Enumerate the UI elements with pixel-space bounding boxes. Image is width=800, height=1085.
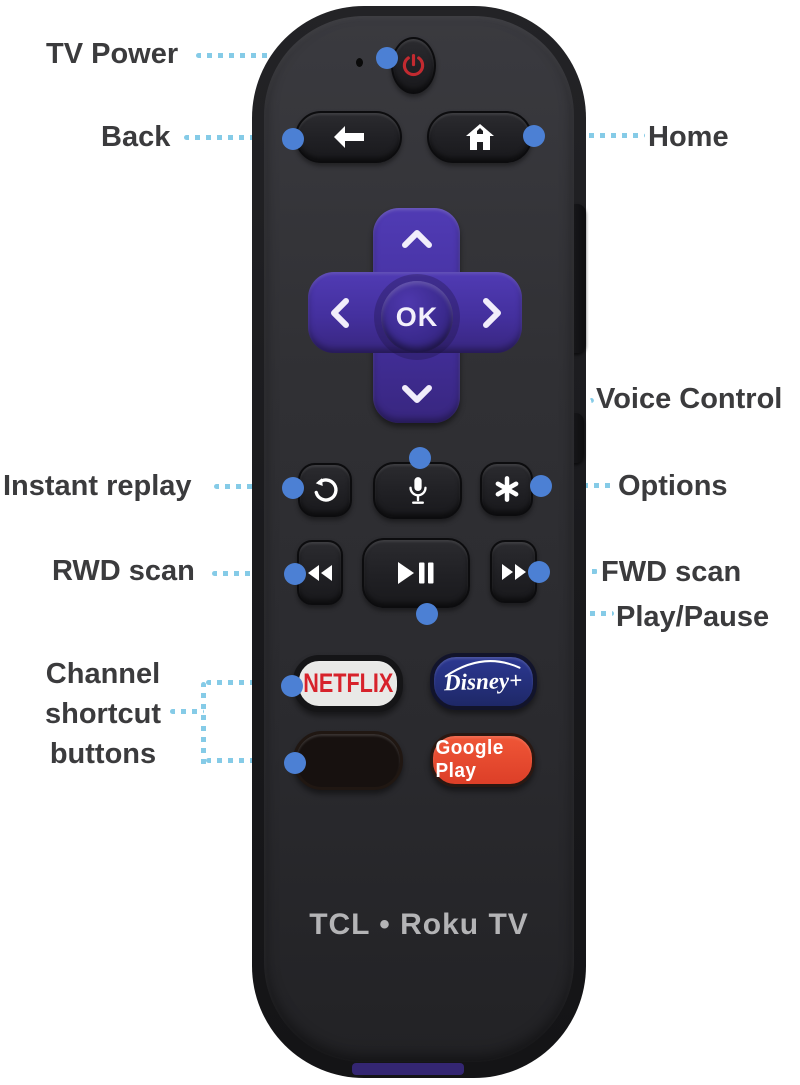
connector-dot-netflix [281,675,303,697]
connector-dot-back [282,128,304,150]
microphone-icon [405,475,431,507]
label-play-pause: Play/Pause [616,601,770,633]
connector-dot-fwd-scan [528,561,550,583]
remote-bottom-tag [352,1063,464,1075]
label-fwd-scan: FWD scan [601,556,742,588]
label-channel-line1: Channel [45,658,161,690]
back-arrow-icon [332,124,366,150]
netflix-shortcut-button[interactable]: NETFLIX [293,655,403,712]
label-instant-replay: Instant replay [3,470,192,502]
label-home: Home [648,121,729,153]
connector-line-home [545,133,645,138]
label-channel-line2: shortcut [45,698,161,730]
connector-dot-voice-control [409,447,431,469]
home-icon [465,123,495,151]
brand-text: TCL • Roku TV [309,908,529,941]
label-channel-shortcut: Channel shortcut buttons [28,654,178,774]
chevron-down-icon[interactable] [401,383,433,410]
connector-line-channel-bottom [206,758,288,763]
play-pause-icon [396,561,436,585]
power-button[interactable] [391,37,436,94]
voice-control-button[interactable] [373,462,462,519]
back-button[interactable] [295,111,402,163]
connector-dot-options [530,475,552,497]
label-rwd-scan: RWD scan [52,555,195,587]
connector-dot-rwd-scan [284,563,306,585]
ok-button-label: OK [395,301,439,332]
rewind-icon [306,564,334,582]
connector-dot-instant-replay [282,477,304,499]
home-button[interactable] [427,111,532,163]
connector-line-back [184,135,284,140]
label-back: Back [101,121,171,153]
label-options: Options [618,470,728,502]
connector-line-rwd-scan [212,571,286,576]
google-play-shortcut-button[interactable]: Google Play [430,733,535,787]
connector-line-channel-label [170,709,204,714]
chevron-right-icon[interactable] [481,297,503,334]
netflix-logo: NETFLIX [303,668,393,698]
chevron-left-icon[interactable] [329,297,351,334]
connector-dot-tv-power [376,47,398,69]
chevron-up-icon[interactable] [401,228,433,255]
label-voice-control: Voice Control [596,383,783,415]
status-led-hole [356,58,363,67]
google-play-logo: Google Play [435,737,504,782]
fast-forward-icon [500,563,528,581]
connector-dot-blank-button [284,752,306,774]
asterisk-icon [492,474,522,504]
connector-dot-play-pause [416,603,438,625]
disney-plus-shortcut-button[interactable]: Disney+ [430,653,537,710]
connector-dot-home [523,125,545,147]
connector-line-channel-vertical [201,682,206,766]
options-button[interactable] [480,462,533,516]
instant-replay-icon [310,475,340,505]
power-icon [400,52,427,79]
blank-shortcut-button[interactable] [293,731,403,790]
connector-line-instant-replay [214,484,284,489]
ok-button[interactable]: OK [381,281,453,353]
label-channel-line3: buttons [49,738,157,770]
play-pause-button[interactable] [362,538,470,608]
connector-line-channel-top [206,680,284,685]
instant-replay-button[interactable] [298,463,352,517]
disney-plus-logo: Disney+ [444,659,523,696]
label-tv-power: TV Power [46,38,179,70]
